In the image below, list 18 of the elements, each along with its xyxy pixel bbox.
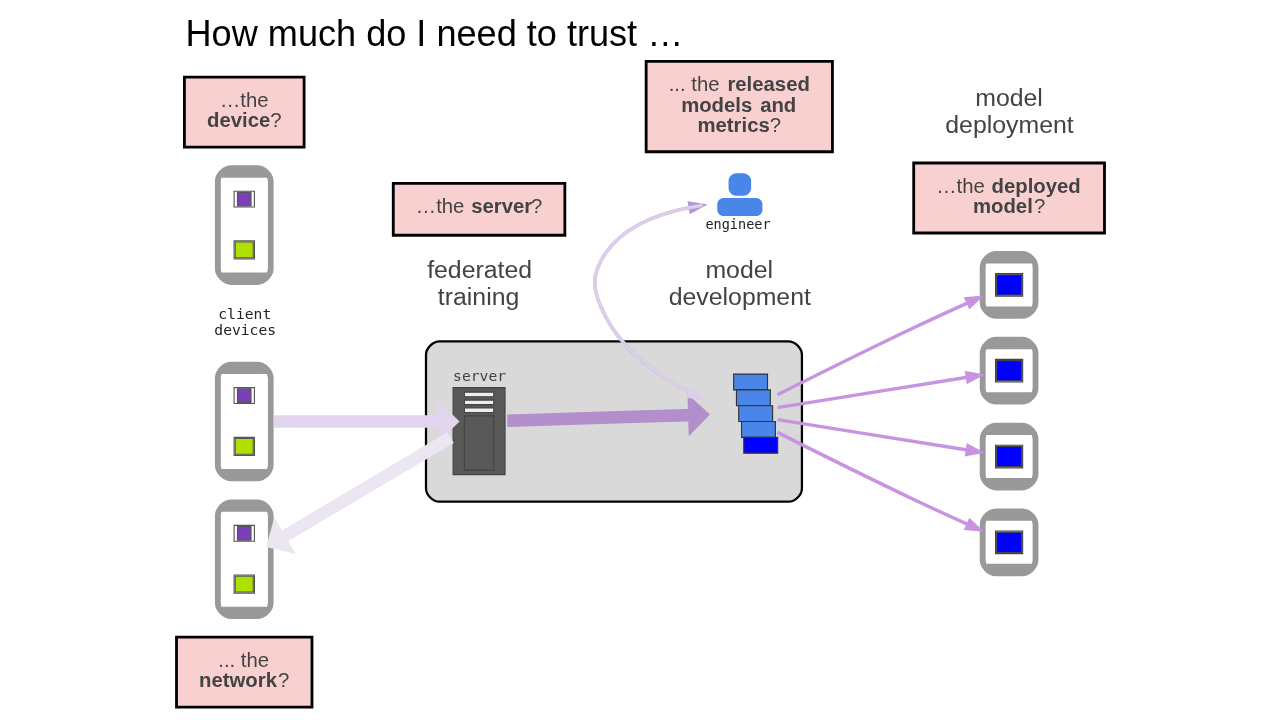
node-box: …the deployed model? bbox=[911, 161, 1106, 235]
arrow bbox=[265, 432, 454, 554]
node-box: ... the released models and metrics? bbox=[644, 60, 834, 154]
arrow bbox=[776, 430, 984, 532]
label: client devices bbox=[213, 305, 276, 339]
diagram-title: How much do I need to trust … bbox=[185, 13, 683, 55]
node-label: server bbox=[452, 367, 506, 385]
label: model deployment bbox=[944, 84, 1074, 139]
node-label: engineer bbox=[704, 216, 771, 233]
node-box: …the device? bbox=[182, 75, 305, 149]
label: model development bbox=[668, 255, 811, 310]
node-box: ... the network? bbox=[174, 635, 313, 709]
label: federated training bbox=[426, 255, 532, 310]
arrow bbox=[776, 370, 985, 410]
arrow bbox=[776, 295, 984, 397]
arrow bbox=[776, 417, 985, 457]
cluster bbox=[424, 340, 803, 503]
node-box: …the server? bbox=[391, 181, 566, 237]
